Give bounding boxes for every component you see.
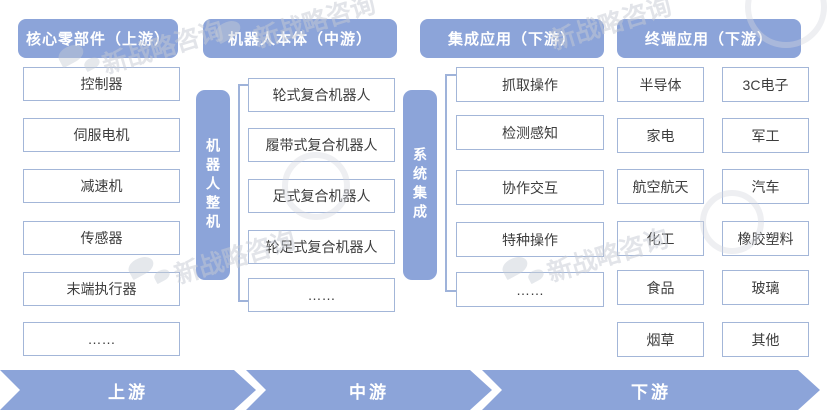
upstream-item: …… (23, 322, 180, 356)
terminal-item: 3C电子 (722, 67, 809, 102)
terminal-item: 汽车 (722, 169, 809, 204)
robot-machine-bar: 机器人整机 (196, 90, 230, 280)
robot-body-item: 轮式复合机器人 (248, 78, 395, 112)
terminal-item: 橡胶塑料 (722, 221, 809, 256)
header-robot-body: 机器人本体（中游） (203, 19, 397, 58)
upstream-item: 控制器 (23, 67, 180, 101)
flow-arrow-midstream: 中游 (246, 370, 492, 410)
integration-item: 协作交互 (456, 170, 604, 205)
flow-arrow-downstream: 下游 (482, 370, 820, 410)
terminal-item: 军工 (722, 118, 809, 153)
upstream-item: 伺服电机 (23, 118, 180, 152)
integration-bracket (445, 74, 457, 292)
terminal-item: 烟草 (617, 322, 704, 357)
terminal-item: 玻璃 (722, 270, 809, 305)
robot-body-bracket (238, 84, 250, 302)
integration-item: …… (456, 272, 604, 307)
terminal-item: 化工 (617, 221, 704, 256)
upstream-item: 末端执行器 (23, 272, 180, 306)
header-core-components: 核心零部件（上游） (18, 19, 178, 58)
terminal-item: 其他 (722, 322, 809, 357)
integration-item: 检测感知 (456, 115, 604, 150)
integration-item: 特种操作 (456, 222, 604, 257)
header-integrated-apps: 集成应用（下游） (420, 19, 604, 58)
terminal-item: 航空航天 (617, 169, 704, 204)
header-terminal-apps: 终端应用（下游） (617, 19, 801, 58)
integration-item: 抓取操作 (456, 67, 604, 102)
flow-arrow-upstream: 上游 (0, 370, 256, 410)
terminal-item: 家电 (617, 118, 704, 153)
robot-body-item: 履带式复合机器人 (248, 128, 395, 162)
upstream-item: 传感器 (23, 221, 180, 255)
robot-body-item: 轮足式复合机器人 (248, 230, 395, 264)
terminal-item: 食品 (617, 270, 704, 305)
terminal-item: 半导体 (617, 67, 704, 102)
system-integration-bar: 系统集成 (403, 90, 437, 280)
robot-body-item: 足式复合机器人 (248, 179, 395, 213)
upstream-item: 减速机 (23, 169, 180, 203)
robot-body-item: …… (248, 278, 395, 312)
